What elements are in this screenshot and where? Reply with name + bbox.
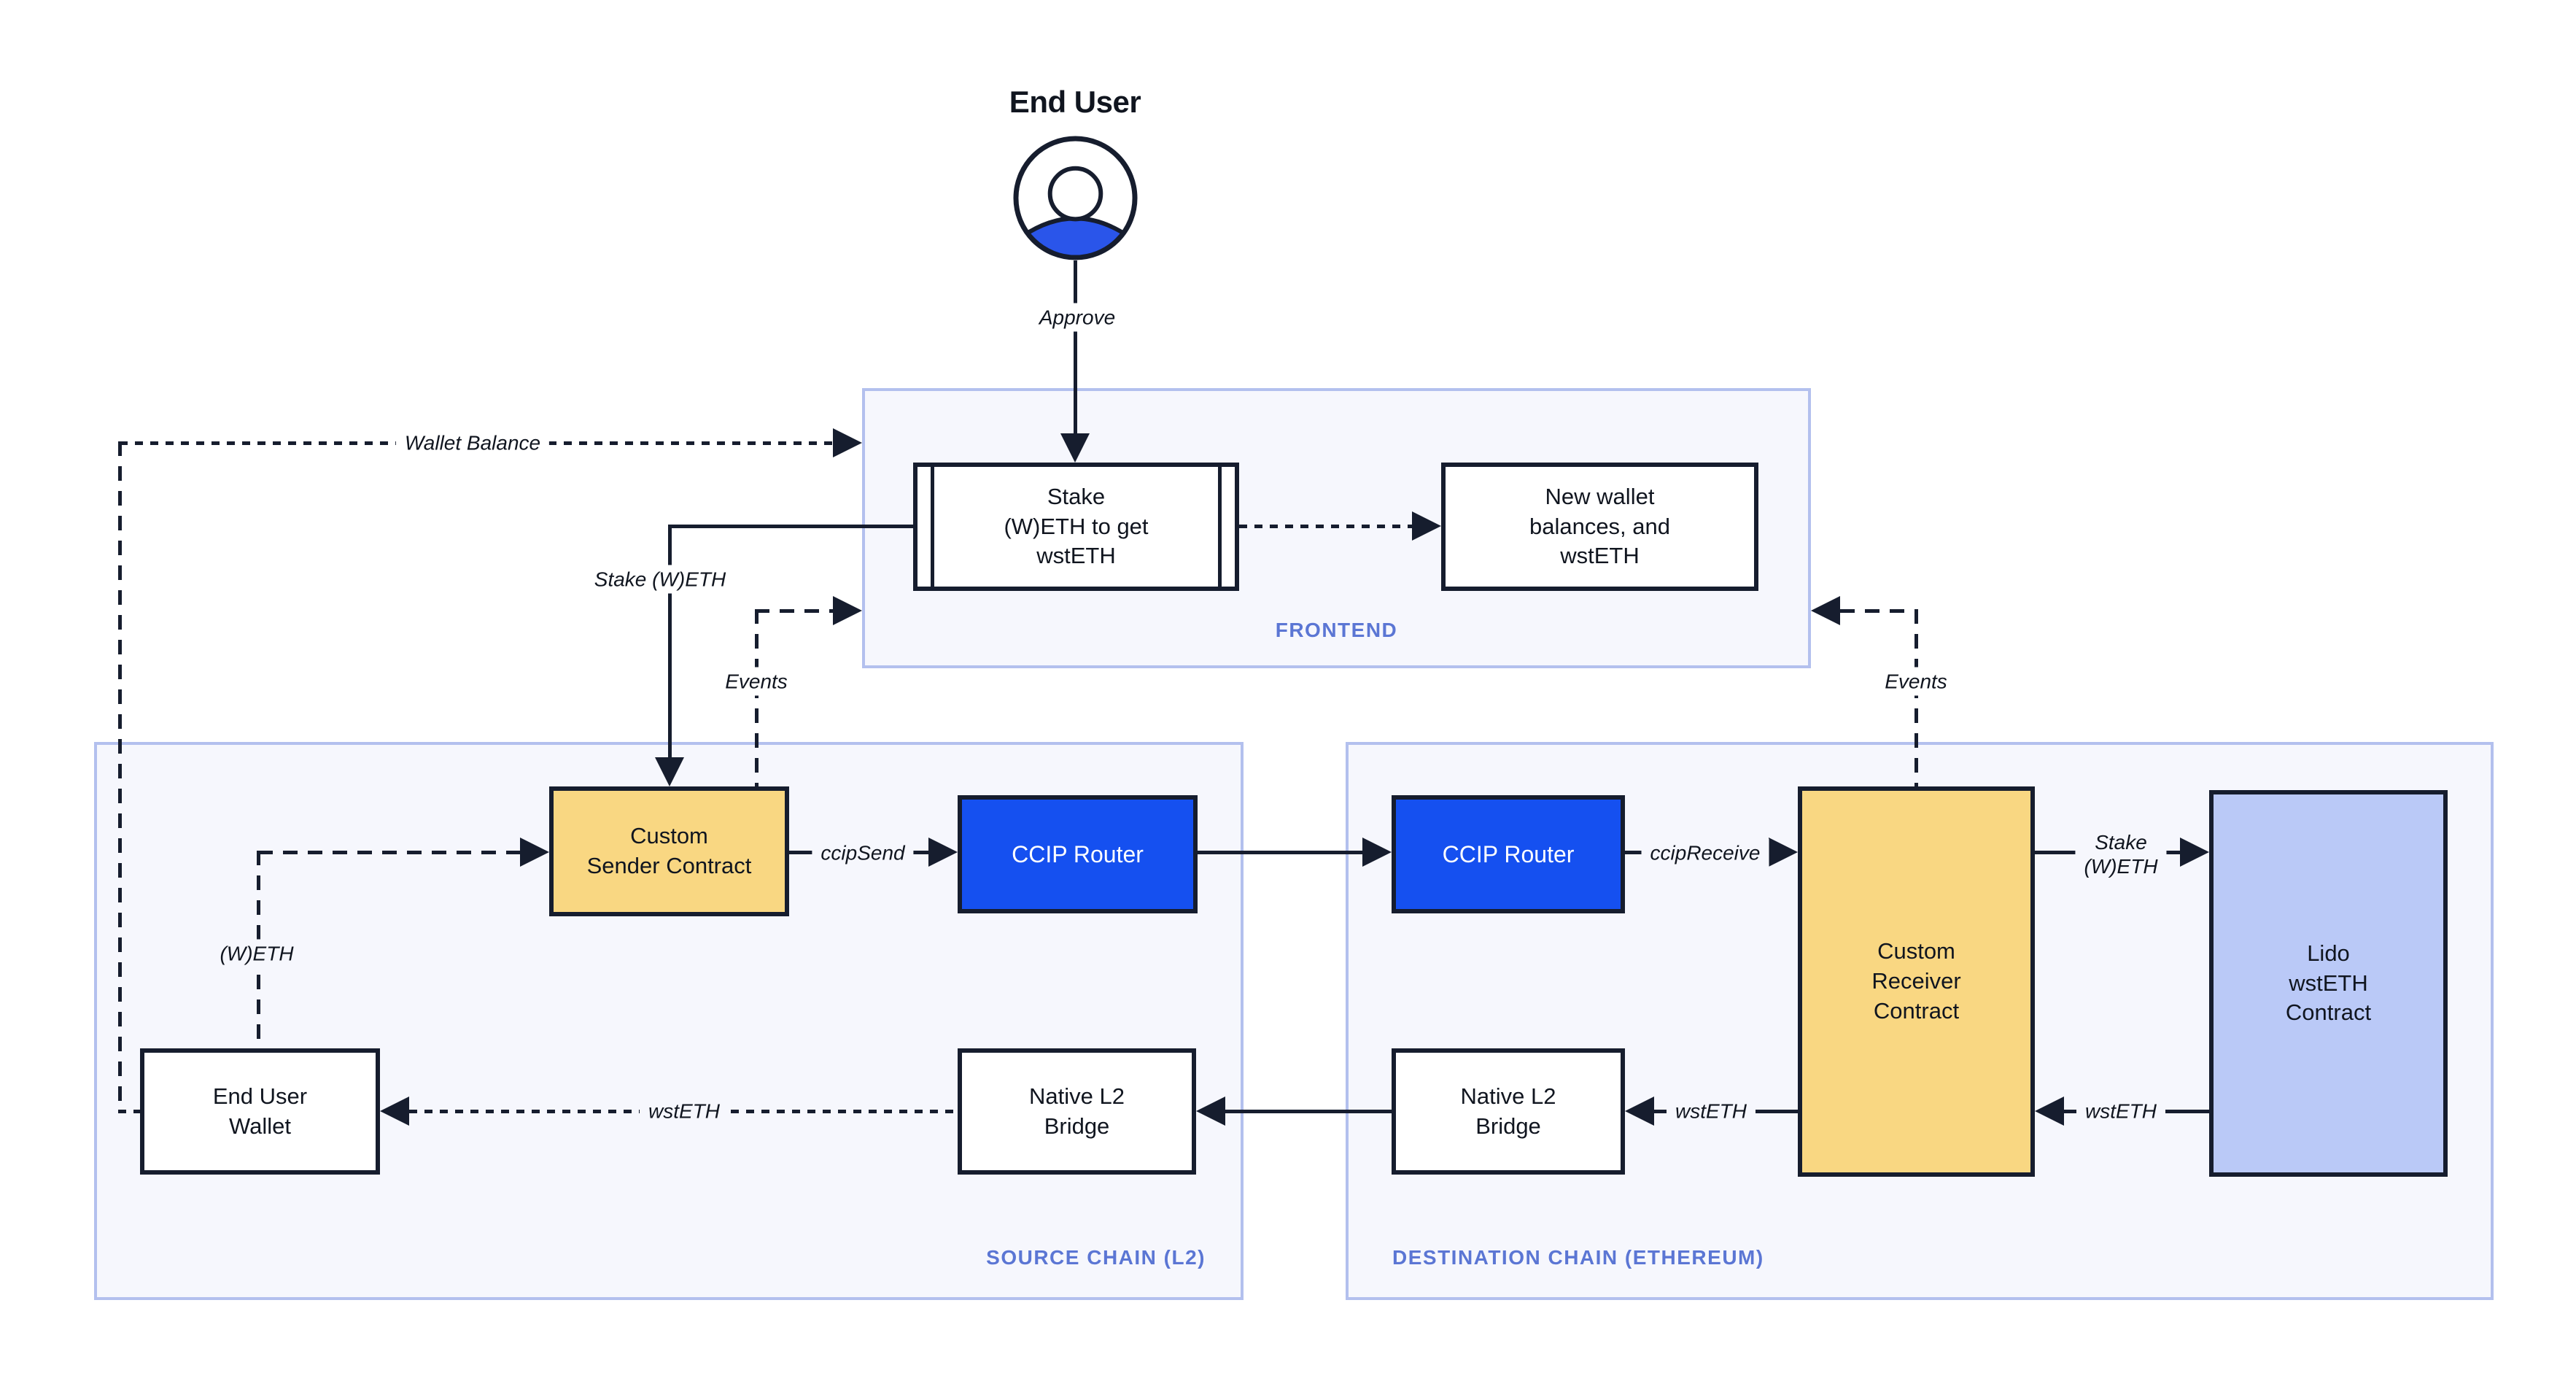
native-l2-bridge-destination-box: Native L2 Bridge (1392, 1048, 1625, 1175)
weth-edge-h (258, 851, 520, 854)
router-to-router-edge (1198, 851, 1362, 854)
weth-label: (W)ETH (211, 939, 303, 968)
ccip-receive-arrowhead (1769, 838, 1798, 867)
lido-wsteth-contract-box: Lido wstETH Contract (2209, 790, 2448, 1177)
events-right-label: Events (1876, 667, 1956, 696)
events-right-edge-h (1840, 609, 1916, 613)
stake-weth-edge-v (668, 525, 672, 757)
frontend-label: FRONTEND (1275, 619, 1398, 641)
native-l2-bridge-source-box: Native L2 Bridge (958, 1048, 1196, 1175)
custom-receiver-contract-box: Custom Receiver Contract (1798, 786, 2035, 1177)
wsteth-bridge-to-wallet-label: wstETH (640, 1097, 729, 1126)
ccip-router-source-box: CCIP Router (958, 795, 1198, 913)
approve-label: Approve (1030, 303, 1125, 332)
events-right-edge-v (1914, 609, 1918, 786)
stake-weth-edge-h (670, 525, 913, 528)
ccip-receive-label: ccipReceive (1641, 838, 1769, 867)
events-left-edge-h (755, 609, 833, 613)
wsteth-lido-to-receiver-arrowhead (2035, 1097, 2064, 1126)
wallet-balance-edge-v (118, 441, 122, 1112)
bridge-to-bridge-edge (1225, 1110, 1392, 1113)
stake-to-newwallet-edge (1239, 525, 1412, 528)
ccip-router-destination-box: CCIP Router (1392, 795, 1625, 913)
end-user-title: End User (1009, 85, 1141, 119)
wallet-balance-label: Wallet Balance (395, 428, 550, 457)
approve-edge (1074, 260, 1077, 433)
stake-weth-right-label: Stake (W)ETH (2075, 827, 2167, 881)
custom-sender-contract-box: Custom Sender Contract (549, 786, 789, 916)
stake-weth-arrowhead (655, 757, 684, 786)
wsteth-bridge-to-wallet-arrowhead (380, 1097, 409, 1126)
router-to-router-arrowhead (1362, 838, 1392, 867)
wsteth-receiver-to-bridge-label: wstETH (1667, 1097, 1756, 1126)
wallet-balance-edge-stub (118, 1110, 140, 1113)
wallet-balance-arrowhead (833, 428, 862, 457)
ccip-send-label: ccipSend (812, 838, 914, 867)
ccip-send-arrowhead (928, 838, 958, 867)
events-left-edge-v (755, 609, 759, 786)
events-left-label: Events (716, 667, 796, 696)
stake-to-newwallet-arrowhead (1412, 511, 1441, 541)
stake-weth-label: Stake (W)ETH (585, 565, 735, 594)
bridge-to-bridge-arrowhead (1196, 1097, 1225, 1126)
destination-chain-label: DESTINATION CHAIN (ETHEREUM) (1392, 1246, 1764, 1269)
approve-arrowhead (1060, 433, 1090, 463)
events-right-arrowhead (1811, 596, 1840, 625)
end-user-icon (1013, 136, 1138, 260)
wsteth-receiver-to-bridge-arrowhead (1625, 1097, 1654, 1126)
wsteth-lido-to-receiver-label: wstETH (2076, 1097, 2165, 1126)
stake-process-box: Stake (W)ETH to get wstETH (913, 463, 1239, 591)
source-chain-label: SOURCE CHAIN (L2) (986, 1246, 1206, 1269)
events-left-arrowhead (833, 596, 862, 625)
weth-arrowhead (520, 838, 549, 867)
new-wallet-box: New wallet balances, and wstETH (1441, 463, 1758, 591)
stake-weth-right-arrowhead (2180, 838, 2209, 867)
end-user-wallet-box: End User Wallet (140, 1048, 380, 1175)
